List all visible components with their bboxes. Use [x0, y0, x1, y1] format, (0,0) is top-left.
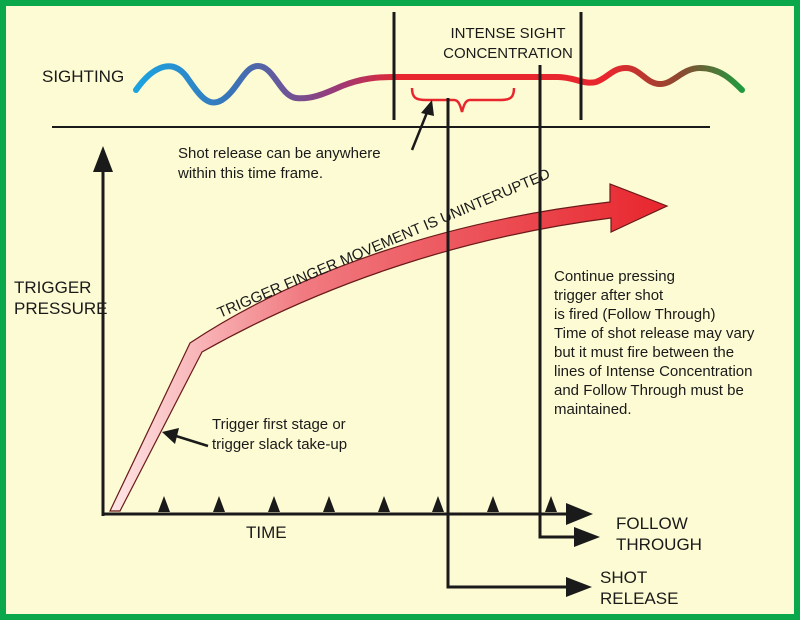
shot-window-brace [410, 87, 516, 113]
note-line: and Follow Through must be [554, 382, 744, 399]
time-tick [158, 496, 170, 512]
follow-through-arrowhead [574, 527, 600, 547]
shot-release-arrowhead [566, 577, 592, 597]
intense-sight-label: INTENSE SIGHT [450, 25, 565, 42]
sighting-label: SIGHTING [42, 67, 124, 86]
follow-through-note: Continue pressing trigger after shot is … [554, 268, 755, 418]
y-axis-label-line1: TRIGGER [14, 278, 91, 297]
note-line: Time of shot release may vary [554, 325, 755, 342]
note-line: lines of Intense Concentration [554, 363, 752, 380]
x-axis-arrowhead [566, 503, 593, 525]
first-stage-line1: Trigger first stage or [212, 416, 346, 433]
follow-through-label-line2: THROUGH [616, 535, 702, 554]
note-line: but it must fire between the [554, 344, 734, 361]
follow-through-label-line1: FOLLOW [616, 514, 688, 533]
y-axis-arrowhead [93, 146, 113, 172]
time-tick [487, 496, 499, 512]
time-tick [545, 496, 557, 512]
shot-window-pointer [410, 109, 430, 151]
shot-window-pointer-head [421, 100, 434, 116]
shot-release-label-line2: RELEASE [600, 589, 678, 608]
trigger-pressure-band [109, 183, 669, 512]
shot-window-line2: within this time frame. [177, 165, 323, 182]
note-line: Continue pressing [554, 268, 675, 285]
time-tick [323, 496, 335, 512]
time-tick [378, 496, 390, 512]
shot-release-label-line1: SHOT [600, 568, 647, 587]
time-tick [268, 496, 280, 512]
trigger-movement-label: TRIGGER FINGER MOVEMENT IS UNINTERUPTED [215, 165, 553, 321]
first-stage-pointer [175, 434, 209, 448]
sighting-wave [133, 62, 745, 106]
first-stage-line2: trigger slack take-up [212, 436, 347, 453]
follow-through-line [538, 65, 578, 539]
first-stage-pointer-head [162, 428, 179, 444]
x-axis-label: TIME [246, 523, 287, 542]
note-line: trigger after shot [554, 287, 664, 304]
concentration-label: CONCENTRATION [443, 45, 573, 62]
time-tick [432, 496, 444, 512]
shot-window-line1: Shot release can be anywhere [178, 145, 381, 162]
note-line: maintained. [554, 401, 632, 418]
time-tick [213, 496, 225, 512]
shot-release-line [446, 98, 570, 589]
y-axis-label-line2: PRESSURE [14, 299, 108, 318]
note-line: is fired (Follow Through) [554, 306, 715, 323]
